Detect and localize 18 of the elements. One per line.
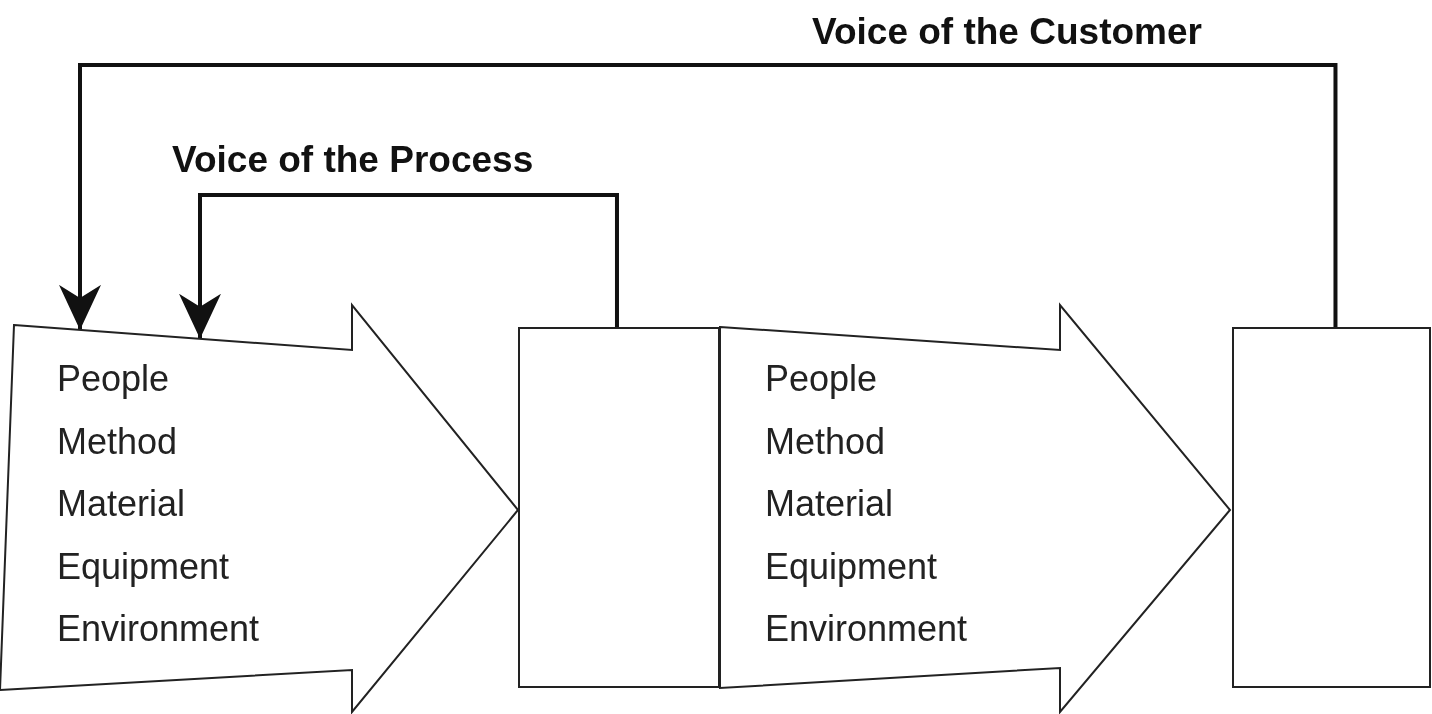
input-factor-label: Environment <box>765 607 968 651</box>
input-arrow-shape <box>0 300 520 714</box>
input-factor-label: Material <box>765 482 894 526</box>
input-factor-label: Environment <box>57 607 260 651</box>
process-box <box>518 327 720 688</box>
input-factor-label: Method <box>765 419 886 464</box>
edge-label: Voice of the Customer <box>812 10 1202 54</box>
feedback-arrow <box>59 63 1338 330</box>
input-factor-label: People <box>57 357 170 401</box>
feedback-arrow <box>179 193 619 339</box>
input-factor-label: Method <box>57 419 178 464</box>
process-box <box>1232 327 1431 688</box>
input-factor-label: Material <box>57 482 186 526</box>
edge-label: Voice of the Process <box>172 138 534 182</box>
input-factor-label: People <box>765 357 878 401</box>
input-arrow-shape <box>720 300 1232 714</box>
input-factor-label: Equipment <box>57 544 230 589</box>
input-factor-label: Equipment <box>765 544 938 589</box>
